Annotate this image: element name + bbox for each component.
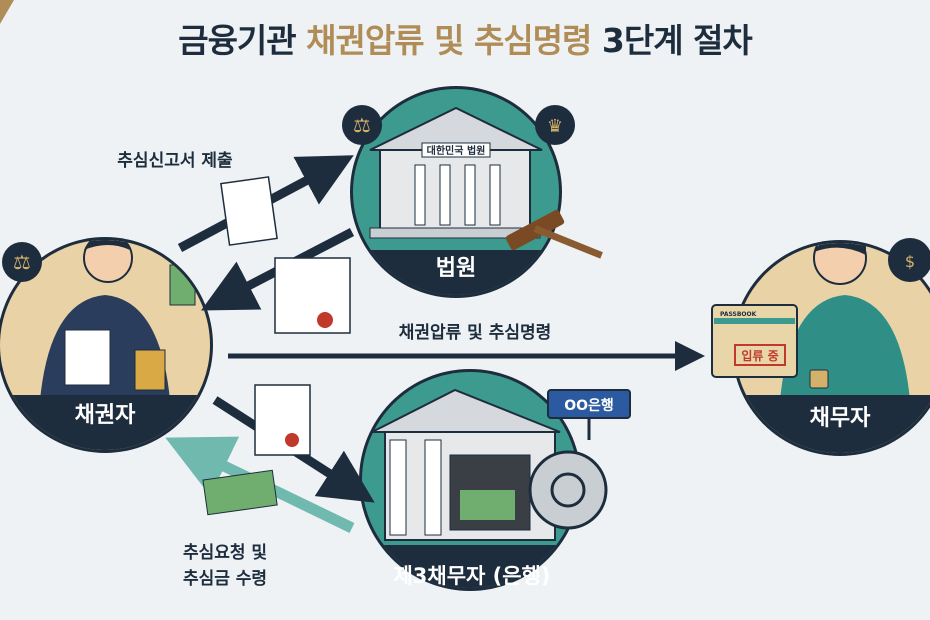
vault-icon bbox=[528, 450, 608, 530]
submit-report-label: 추심신고서 제출 bbox=[117, 151, 233, 171]
certificate-icon bbox=[274, 257, 351, 334]
money-icon bbox=[202, 469, 278, 516]
corner-accent bbox=[0, 0, 14, 24]
title-highlight: 채권압류 및 bbox=[306, 21, 464, 60]
bank-sign-text: OO은행 bbox=[564, 398, 614, 414]
collection-line2: 추심금 수령 bbox=[182, 569, 268, 589]
svg-text:♛: ♛ bbox=[547, 116, 563, 137]
seizure-order-label: 채권압류 및 추심명령 bbox=[398, 323, 552, 343]
bank-node bbox=[359, 369, 608, 591]
debtor-label: 채무자 bbox=[809, 406, 871, 431]
title-highlight: 추심명령 bbox=[473, 21, 592, 60]
scales-icon: ⚖ bbox=[2, 242, 42, 282]
title-part: 3단계 절차 bbox=[601, 21, 753, 60]
svg-text:⚖: ⚖ bbox=[13, 250, 31, 274]
gavel-icon bbox=[505, 209, 603, 259]
debtor-node: PASSBOOK 입류 중 bbox=[711, 240, 930, 456]
collection-label: 추심요청 및 추심금 수령 bbox=[140, 540, 310, 592]
seized-stamp: 입류 중 bbox=[741, 349, 778, 363]
passbook-icon: PASSBOOK 입류 중 bbox=[711, 304, 798, 378]
court-building-sign: 대한민국 법원 bbox=[427, 144, 486, 157]
title-part: 금융기관 bbox=[178, 21, 296, 60]
collection-line1: 추심요청 및 bbox=[182, 543, 268, 563]
scales-icon: ⚖ bbox=[342, 105, 382, 145]
padlock-icon bbox=[809, 369, 829, 389]
court-label: 법원 bbox=[435, 256, 477, 281]
bank-label: 제3채무자 (은행) bbox=[393, 564, 551, 588]
bank-roof bbox=[371, 388, 561, 433]
creditor-node bbox=[0, 237, 213, 453]
court-node bbox=[350, 86, 603, 298]
creditor-label: 채권자 bbox=[74, 403, 136, 428]
money-icon bbox=[460, 490, 515, 520]
svg-text:$: $ bbox=[905, 252, 915, 271]
money-bag-icon: $ bbox=[888, 238, 930, 282]
bank-sign: OO은행 bbox=[547, 389, 631, 440]
document-icon bbox=[220, 176, 278, 246]
page-title: 금융기관 채권압류 및 추심명령 3단계 절차 bbox=[0, 14, 930, 62]
certificate-icon bbox=[254, 384, 311, 456]
svg-text:⚖: ⚖ bbox=[353, 113, 371, 137]
passbook-text: PASSBOOK bbox=[720, 311, 757, 318]
crown-icon: ♛ bbox=[535, 105, 575, 145]
